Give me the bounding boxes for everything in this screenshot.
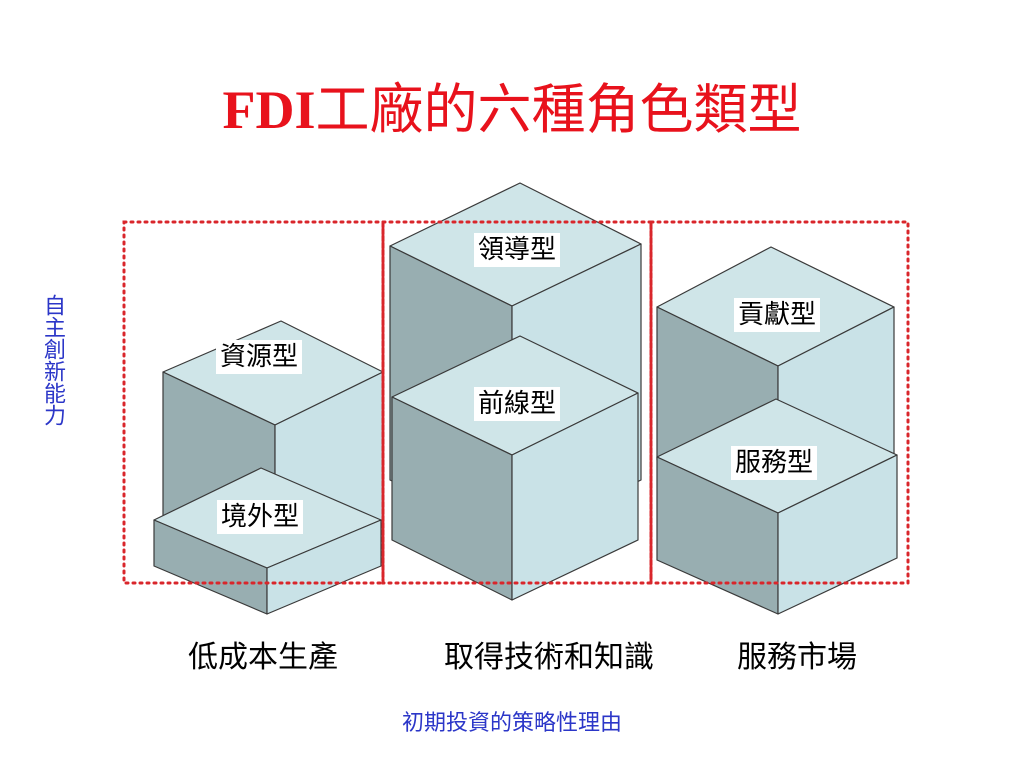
label-lead: 領導型 xyxy=(474,233,561,267)
category-market: 服務市場 xyxy=(737,640,857,675)
category-low-cost: 低成本生產 xyxy=(188,640,338,675)
page-title: FDI工廠的六種角色類型 xyxy=(222,78,802,141)
cube-service xyxy=(656,398,898,615)
label-frontline: 前線型 xyxy=(474,387,561,421)
horizontal-axis-label: 初期投資的策略性理由 xyxy=(401,711,622,736)
label-service: 服務型 xyxy=(731,446,818,480)
category-technology: 取得技術和知識 xyxy=(444,640,654,675)
label-resource: 資源型 xyxy=(216,340,303,374)
label-contributor: 貢獻型 xyxy=(734,298,821,332)
group-frames xyxy=(122,220,910,585)
frame-market xyxy=(649,220,910,585)
vertical-axis-label: 自主創新能力 xyxy=(40,294,65,426)
label-offshore: 境外型 xyxy=(217,500,304,534)
